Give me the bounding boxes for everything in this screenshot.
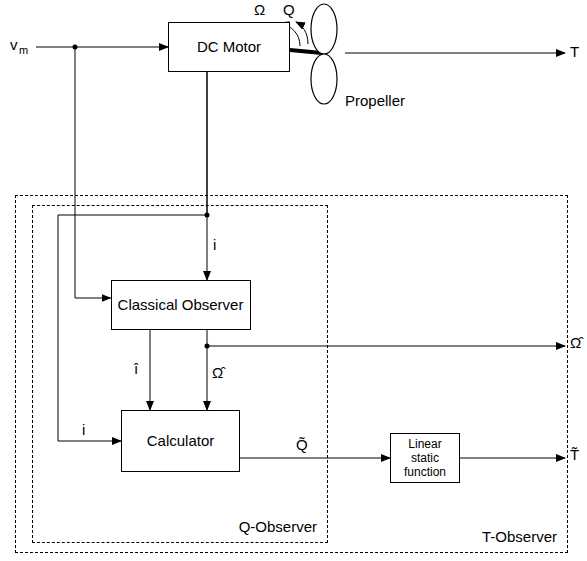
process-box: Calculator (121, 410, 240, 472)
signal-name: Ω̂ (570, 334, 581, 352)
box-label: Calculator (147, 432, 215, 450)
signal-wire (207, 346, 565, 347)
thrust-arrow (345, 53, 565, 54)
signal-wire (36, 47, 168, 48)
junction-dot (205, 344, 210, 349)
propeller-blade (311, 54, 337, 104)
signal-name: i (82, 421, 85, 439)
junction-dot (73, 45, 78, 50)
observer-group: Q-Observer Classical ObserverCalculator (32, 205, 328, 543)
box-label: DC Motor (197, 38, 261, 56)
signal-name: Ω̂ (212, 364, 223, 382)
signal-subscript: m (19, 44, 28, 57)
group-label: T-Observer (482, 528, 557, 546)
signal-name: v (10, 36, 18, 54)
signal-name: i (213, 236, 216, 254)
process-box: Classical Observer (111, 280, 251, 330)
signal-name: î (134, 360, 138, 378)
propeller-blade (311, 4, 337, 54)
part-name: Propeller (345, 92, 405, 110)
observer-group: T-Observer Q-Observer Classical ObserverCa… (15, 195, 568, 553)
signal-name: T̃ (570, 446, 579, 464)
box-label: Classical Observer (118, 296, 244, 314)
signal-name: Q (283, 1, 295, 19)
signal-wire (75, 47, 111, 298)
signal-connector (58, 72, 207, 441)
signal-connector (150, 330, 151, 410)
function-box: Linear static function (390, 433, 460, 483)
signal-name: Q̃ (296, 436, 308, 454)
box-label: Linear static function (397, 437, 453, 479)
junction-dot (205, 213, 210, 218)
signal-wire (460, 458, 565, 459)
signal-name: T (570, 43, 579, 61)
signal-connector (207, 330, 208, 410)
torque-arrow (296, 22, 308, 44)
signal-name: Ω (254, 1, 265, 19)
motor-box: DC Motor (168, 22, 290, 72)
signal-connector (240, 458, 390, 459)
group-label: Q-Observer (239, 518, 317, 536)
